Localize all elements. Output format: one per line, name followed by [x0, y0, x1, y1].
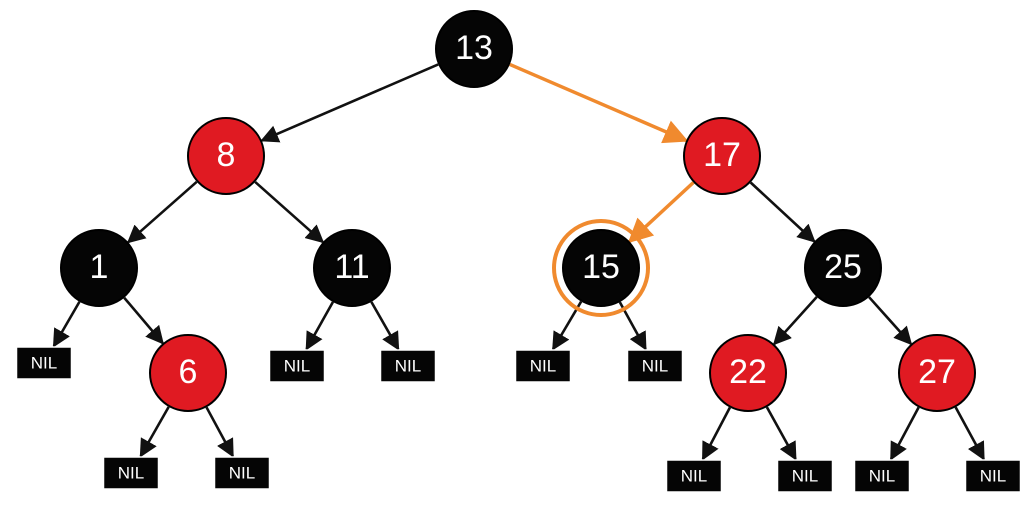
edge-n13-to-n17-highlighted: [509, 62, 689, 144]
nil-label: NIL: [229, 463, 255, 482]
nil-leaf: NIL: [213, 456, 271, 490]
nil-box: [514, 349, 572, 383]
edge-n6-to-nil-6-right: [205, 406, 234, 458]
edge-n8-to-n11: [254, 180, 325, 244]
tree-node-8: 8: [187, 117, 265, 195]
edge-n8-to-n1: [126, 180, 198, 244]
nil-label: NIL: [642, 356, 668, 375]
nil-box: [665, 459, 723, 493]
red-node-circle: [898, 334, 976, 412]
red-node-circle: [709, 334, 787, 412]
nil-leaf: NIL: [514, 349, 572, 383]
node-label: 1: [90, 248, 109, 286]
tree-node-11: 11: [313, 229, 391, 307]
tree-node-13: 13: [435, 10, 513, 88]
nil-label: NIL: [869, 466, 895, 485]
nil-label: NIL: [681, 466, 707, 485]
edge-n17-to-n25: [749, 181, 816, 243]
nil-label: NIL: [284, 356, 310, 375]
nil-label: NIL: [395, 356, 421, 375]
nil-box: [379, 349, 437, 383]
black-node-circle: [804, 229, 882, 307]
black-node-circle: [60, 229, 138, 307]
edge-n22-to-nil-22-left: [701, 406, 732, 461]
edge-n27-to-nil-27-left: [889, 406, 920, 461]
node-label: 22: [729, 353, 767, 391]
nil-label: NIL: [792, 466, 818, 485]
nil-label: NIL: [31, 353, 57, 372]
nil-box: [213, 456, 271, 490]
tree-node-1: 1: [60, 229, 138, 307]
tree-node-22: 22: [709, 334, 787, 412]
nil-label: NIL: [980, 466, 1006, 485]
nil-box: [268, 349, 326, 383]
edge-n11-to-nil-11-left: [305, 301, 335, 351]
nil-box: [626, 349, 684, 383]
edge-n27-to-nil-27-right: [954, 406, 985, 461]
red-node-circle: [683, 117, 761, 195]
edge-n13-to-n8: [260, 63, 439, 143]
node-label: 25: [824, 248, 862, 286]
nil-box: [853, 459, 911, 493]
node-label: 27: [918, 353, 956, 391]
node-label: 15: [582, 248, 620, 286]
nil-leaf: NIL: [964, 459, 1022, 493]
red-node-circle: [187, 117, 265, 195]
nil-leaf: NIL: [268, 349, 326, 383]
edge-n25-to-n27: [868, 296, 913, 346]
nil-leaf: NIL: [15, 346, 73, 380]
nil-leaf: NIL: [626, 349, 684, 383]
node-label: 11: [334, 248, 369, 286]
nil-leaf: NIL: [776, 459, 834, 493]
nil-leaf: NIL: [379, 349, 437, 383]
node-label: 17: [703, 136, 741, 174]
nil-label: NIL: [118, 463, 144, 482]
node-label: 6: [179, 353, 198, 391]
nil-label: NIL: [530, 356, 556, 375]
tree-node-27: 27: [898, 334, 976, 412]
tree-node-15: 15: [552, 219, 650, 317]
nil-leaf: NIL: [665, 459, 723, 493]
nil-box: [776, 459, 834, 493]
red-node-circle: [149, 334, 227, 412]
highlight-ring: [552, 219, 650, 317]
nil-leaf: NIL: [853, 459, 911, 493]
black-node-circle: [313, 229, 391, 307]
nil-box: [15, 346, 73, 380]
nil-box: [102, 456, 160, 490]
edge-n6-to-nil-6-left: [139, 406, 170, 458]
edge-n22-to-nil-22-right: [765, 406, 797, 461]
node-label: 8: [217, 136, 236, 174]
black-node-circle: [435, 10, 513, 88]
tree-node-25: 25: [804, 229, 882, 307]
tree-node-6: 6: [149, 334, 227, 412]
nil-leaf: NIL: [102, 456, 160, 490]
edge-n1-to-n6: [123, 296, 164, 345]
edge-n1-to-nil-1-left: [52, 301, 81, 348]
edge-n11-to-nil-11-right: [370, 301, 400, 351]
tree-node-17: 17: [683, 117, 761, 195]
edge-n25-to-n22: [772, 296, 818, 346]
edge-n17-to-n15-highlighted: [627, 181, 695, 244]
node-label: 13: [455, 29, 493, 67]
black-node-circle: [562, 229, 640, 307]
nil-box: [964, 459, 1022, 493]
